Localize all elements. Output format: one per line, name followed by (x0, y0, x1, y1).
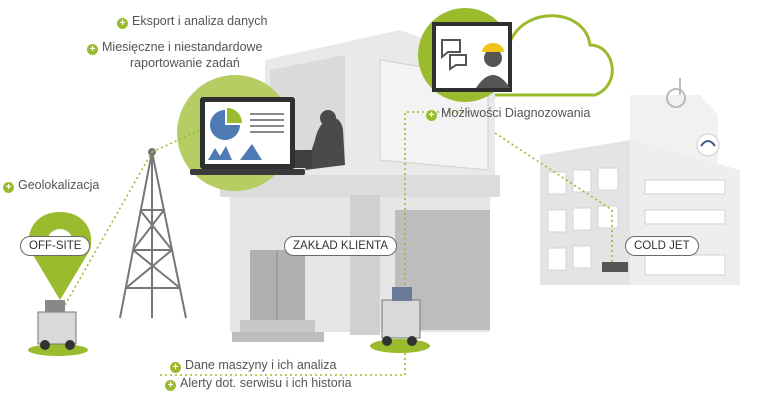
plus-icon: + (165, 380, 176, 391)
plus-icon: + (87, 44, 98, 55)
plus-icon: + (117, 18, 128, 29)
feature-service-alerts: + Alerty dot. serwisu i ich historia (165, 376, 352, 391)
location-pin-icon (28, 212, 92, 300)
feature-reporting-label-line2: raportowanie zadań (130, 56, 240, 70)
feature-geolocation-label: Geolokalizacja (18, 178, 100, 192)
cell-tower-icon (119, 148, 187, 319)
location-cold-jet: COLD JET (625, 236, 699, 256)
feature-reporting: + Miesięczne i niestandardowe (87, 40, 263, 55)
feature-export-label: Eksport i analiza danych (132, 14, 268, 28)
technician-monitor-icon (418, 8, 512, 102)
plus-icon: + (426, 110, 437, 121)
feature-service-alerts-label: Alerty dot. serwisu i ich historia (180, 376, 352, 390)
feature-geolocation: + Geolokalizacja (3, 178, 99, 193)
location-offsite: OFF-SITE (20, 236, 91, 256)
connection-lines (64, 111, 613, 376)
feature-diagnostics: + Możliwości Diagnozowania (426, 106, 590, 121)
offsite-machine-icon (28, 300, 88, 356)
client-machine-icon (370, 287, 430, 353)
feature-diagnostics-label: Możliwości Diagnozowania (441, 106, 591, 120)
laptop-analytics-icon (177, 75, 305, 191)
plus-icon: + (170, 362, 181, 373)
feature-machine-data-label: Dane maszyny i ich analiza (185, 358, 337, 372)
location-client-plant: ZAKŁAD KLIENTA (284, 236, 398, 256)
feature-reporting-label-line1: Miesięczne i niestandardowe (102, 40, 263, 54)
feature-export: + Eksport i analiza danych (117, 14, 268, 29)
feature-machine-data: + Dane maszyny i ich analiza (170, 358, 336, 373)
plus-icon: + (3, 182, 14, 193)
